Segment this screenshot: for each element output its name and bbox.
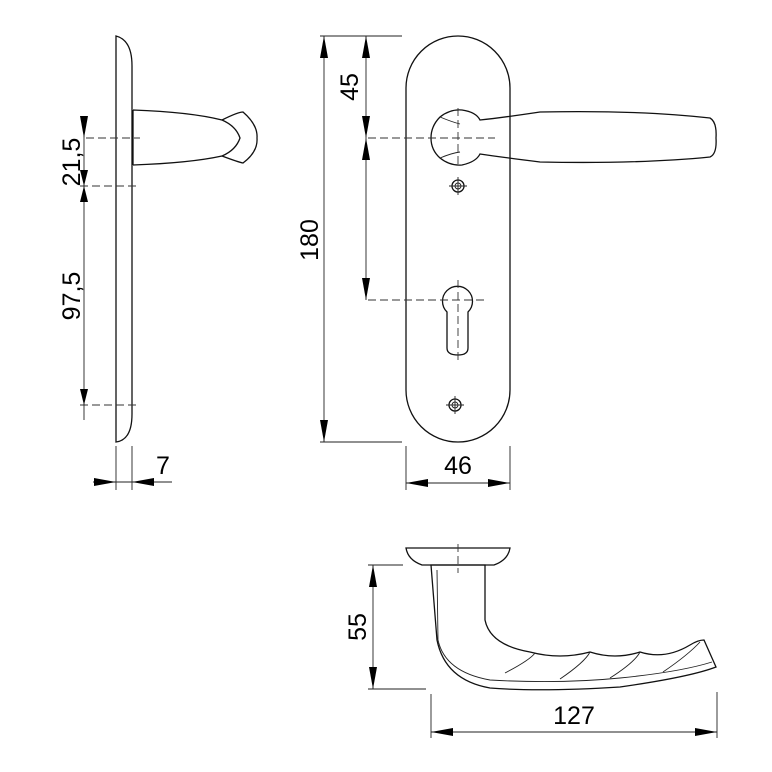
side-lever-neck xyxy=(132,109,223,166)
arrow-icon xyxy=(695,728,717,736)
dim-label-97-5: 97,5 xyxy=(58,272,86,321)
dim-label-7: 7 xyxy=(156,452,170,480)
lever-rose-detail xyxy=(439,116,461,159)
front-view: 180 45 46 xyxy=(296,35,717,490)
dim-label-21-5: 21,5 xyxy=(58,138,86,187)
arrow-icon xyxy=(431,728,453,736)
arrow-icon xyxy=(80,389,88,405)
arrow-icon xyxy=(320,420,328,442)
top-lever xyxy=(430,564,717,691)
dim-label-55: 55 xyxy=(344,613,372,641)
arrow-icon xyxy=(362,36,370,58)
arrow-icon xyxy=(80,170,88,186)
arrow-icon xyxy=(132,478,154,486)
cylinder-keyhole xyxy=(441,285,474,356)
side-lever-grip xyxy=(220,111,258,164)
arrow-icon xyxy=(406,479,428,487)
arrow-icon xyxy=(488,479,510,487)
arrow-icon xyxy=(80,186,88,202)
arrow-icon xyxy=(362,278,370,300)
arrow-icon xyxy=(320,36,328,58)
dim-label-46: 46 xyxy=(444,452,472,480)
screw-icon xyxy=(449,177,467,195)
top-rose xyxy=(405,547,511,566)
arrow-icon xyxy=(80,116,88,138)
front-backplate xyxy=(405,35,511,443)
dim-label-127: 127 xyxy=(553,702,595,730)
dim-label-180: 180 xyxy=(296,219,324,261)
arrow-icon xyxy=(369,565,377,587)
side-view: 21,5 97,5 7 xyxy=(58,35,258,490)
side-backplate xyxy=(115,35,133,443)
arrow-icon xyxy=(369,667,377,689)
arrow-icon xyxy=(362,116,370,138)
arrow-icon xyxy=(94,478,116,486)
dim-label-45: 45 xyxy=(336,73,364,101)
screw-icon xyxy=(446,396,464,414)
top-view: 55 127 xyxy=(344,544,718,738)
lever-edge-detail xyxy=(436,569,713,683)
lever-grip-ridges xyxy=(504,641,701,680)
front-lever xyxy=(430,109,717,166)
arrow-icon xyxy=(362,138,370,160)
